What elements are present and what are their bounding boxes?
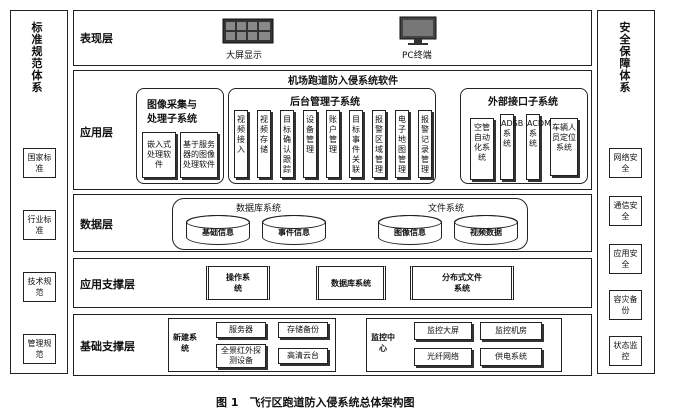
standard-item-management: 管理规范 (23, 334, 56, 364)
backend-item-alarm-records: 报警记录管理 (418, 110, 432, 178)
security-item-communication: 通信安全 (609, 196, 642, 226)
backend-item-electronic-map: 电子地图管理 (395, 110, 409, 178)
store-image-info: 图像信息 (378, 215, 442, 245)
pc-terminal-icon (399, 16, 437, 45)
image-subsystem-title-1: 图像采集与 (147, 100, 197, 111)
backend-item-video-storage: 视频存储 (257, 110, 271, 178)
new-system-text: 新建系统 (173, 333, 197, 353)
standards-column (10, 10, 68, 374)
security-item-status-monitor: 状态监控 (609, 336, 642, 366)
standard-item-industry: 行业标准 (23, 210, 56, 240)
monitor-center-label: 监控中心 (370, 332, 396, 354)
backend-item-target-tracking: 目标确认跟踪 (280, 110, 294, 178)
image-subsystem-title-2: 处理子系统 (147, 114, 197, 125)
backend-subsystem-title: 后台管理子系统 (290, 97, 360, 108)
database-system-label: 数据库系统 (236, 204, 282, 214)
monitor-item-power-supply: 供电系统 (480, 348, 542, 366)
data-layer-label: 数据层 (80, 218, 113, 231)
external-item-acdm: ACDM系统 (526, 114, 551, 180)
presentation-layer-label: 表现层 (80, 32, 113, 45)
big-screen-icon (222, 18, 274, 44)
backend-item-alarm-area: 报警区域管理 (372, 110, 386, 178)
backend-item-account-management: 账户管理 (326, 110, 340, 178)
security-item-application: 应用安全 (609, 244, 642, 274)
server-image-processing-software: 基于服务器的图像处理软件 (180, 132, 218, 178)
new-item-hd-ptz: 高清云台 (278, 348, 328, 364)
standard-item-technical: 技术规范 (23, 272, 56, 302)
new-item-storage-backup: 存储备份 (278, 322, 328, 338)
external-subsystem-title: 外部接口子系统 (488, 97, 558, 108)
monitor-item-fiber-network: 光纤网络 (414, 348, 472, 366)
support-item-os: 操作系统 (206, 266, 270, 300)
pc-terminal-label: PC终端 (402, 51, 432, 61)
store-basic-info: 基础信息 (186, 215, 250, 245)
external-item-vehicle-positioning: 车辆人员定位系统 (550, 118, 578, 176)
big-screen-label: 大屏显示 (226, 51, 263, 61)
backend-item-video-access: 视频接入 (234, 110, 248, 178)
backend-item-device-management: 设备管理 (303, 110, 317, 178)
application-layer-label: 应用层 (80, 126, 113, 139)
monitor-item-big-screen: 监控大屏 (414, 322, 472, 340)
software-title: 机场跑道防入侵系统软件 (288, 76, 398, 87)
monitor-item-machine-room: 监控机房 (480, 322, 542, 340)
foundation-layer-label: 基础支撑层 (80, 340, 135, 353)
embedded-processing-software: 嵌入式处理软件 (142, 132, 176, 178)
security-title: 安全保障体系 (619, 21, 631, 94)
support-item-dfs: 分布式文件系统 (410, 266, 514, 300)
new-system-label: 新建系统 (172, 332, 198, 354)
standard-item-national: 国家标准 (23, 148, 56, 178)
support-layer-label: 应用支撑层 (80, 278, 135, 291)
new-item-server: 服务器 (216, 322, 266, 338)
new-item-ir-detector: 全景红外探测设备 (216, 344, 266, 368)
presentation-layer (73, 10, 592, 66)
security-item-disaster-backup: 容灾备份 (609, 290, 642, 320)
figure-caption: 图 1 飞行区跑道防入侵系统总体架构图 (216, 396, 415, 409)
external-item-atc-automation: 空管自动化系统 (470, 118, 494, 180)
security-column (597, 10, 655, 374)
external-item-adsb: ADSB系统 (500, 114, 523, 180)
file-system-label: 文件系统 (428, 204, 465, 214)
standards-title: 标准规范体系 (31, 21, 43, 94)
security-item-network: 网络安全 (609, 148, 642, 178)
store-video-data: 视频数据 (454, 215, 518, 245)
monitor-center-text: 监控中心 (371, 333, 395, 353)
support-item-database: 数据库系统 (316, 266, 386, 300)
store-event-info: 事件信息 (262, 215, 326, 245)
backend-item-target-event-link: 目标事件关联 (349, 110, 363, 178)
